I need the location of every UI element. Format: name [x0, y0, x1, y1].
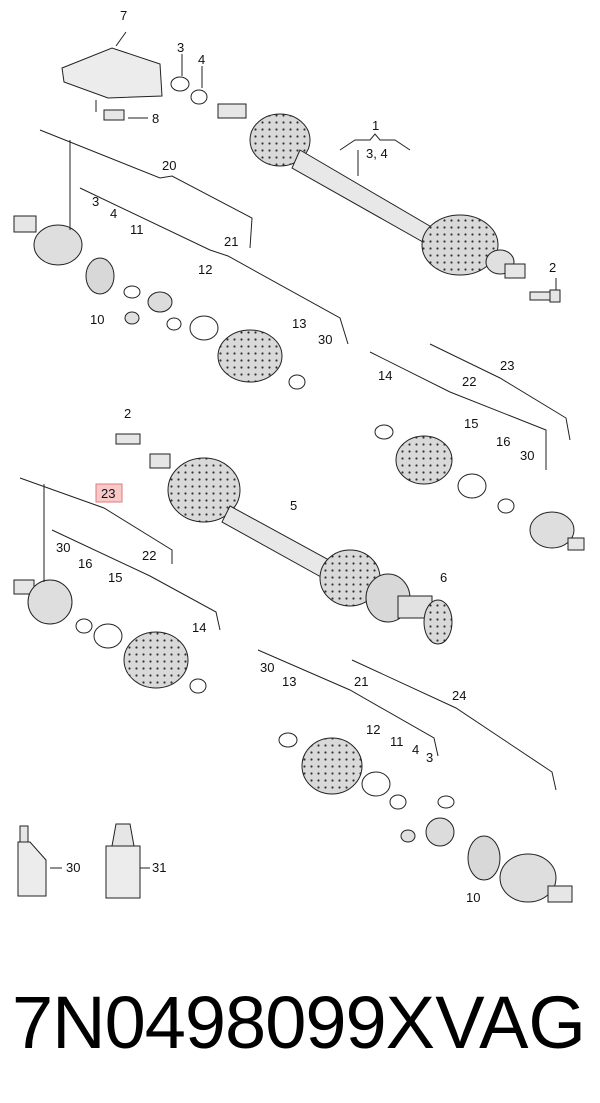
callout-15: 15	[464, 416, 478, 431]
callout-15: 15	[108, 570, 122, 585]
callout-7: 7	[120, 8, 127, 23]
callout-20: 20	[162, 158, 176, 173]
callout-3-4: 3, 4	[366, 146, 388, 161]
callout-12: 12	[198, 262, 212, 277]
callout-3: 3	[177, 40, 184, 55]
callout-23: 23	[500, 358, 514, 373]
callout-16: 16	[496, 434, 510, 449]
joint-group-24	[278, 732, 573, 903]
footer: 7N0498099X VAG	[0, 968, 600, 1078]
callout-10: 10	[466, 890, 480, 905]
joint-group-23-left	[13, 579, 207, 694]
callout-14: 14	[192, 620, 206, 635]
callout-11: 11	[130, 222, 144, 237]
callout-5: 5	[290, 498, 297, 513]
highlight-box-23	[95, 483, 123, 503]
circlip-3-top	[170, 76, 190, 92]
callout-30: 30	[66, 860, 80, 875]
callout-24: 24	[452, 688, 466, 703]
grease-tube-icon	[17, 825, 47, 897]
circlip-4-top	[190, 89, 208, 105]
callout-22: 22	[142, 548, 156, 563]
callout-16: 16	[78, 556, 92, 571]
callout-30: 30	[520, 448, 534, 463]
callout-13: 13	[282, 674, 296, 689]
leader-lines	[19, 31, 571, 869]
brand-name: VAG	[435, 981, 586, 1064]
callout-2: 2	[124, 406, 131, 421]
callout-3: 3	[426, 750, 433, 765]
callout-30: 30	[318, 332, 332, 347]
callout-14: 14	[378, 368, 392, 383]
grease-bottle-icon	[105, 823, 141, 899]
part-number: 7N0498099X	[12, 981, 435, 1064]
callout-10: 10	[90, 312, 104, 327]
callout-11: 11	[390, 734, 404, 749]
callout-3: 3	[92, 194, 99, 209]
callout-4: 4	[412, 742, 419, 757]
callout-30: 30	[260, 660, 274, 675]
callout-4: 4	[198, 52, 205, 67]
callout-21: 21	[224, 234, 238, 249]
callout-labels: 7 3 4 8 1 3, 4 20 3 4 11 21 12 2 10 13 3…	[56, 8, 556, 905]
callout-6: 6	[440, 570, 447, 585]
callout-21: 21	[354, 674, 368, 689]
callout-12: 12	[366, 722, 380, 737]
joint-group-23-right	[374, 424, 585, 551]
callout-23-highlighted: 23	[101, 486, 115, 501]
drive-shaft-5	[115, 433, 453, 645]
bolt-2-top	[529, 289, 561, 303]
callout-1: 1	[372, 118, 379, 133]
callout-8: 8	[152, 111, 159, 126]
callout-22: 22	[462, 374, 476, 389]
callout-2: 2	[549, 260, 556, 275]
callout-30: 30	[56, 540, 70, 555]
drive-shaft-1	[217, 103, 526, 279]
joint-group-20	[13, 215, 306, 390]
callout-13: 13	[292, 316, 306, 331]
callout-4: 4	[110, 206, 117, 221]
callout-31: 31	[152, 860, 166, 875]
bracket-7	[61, 47, 163, 121]
